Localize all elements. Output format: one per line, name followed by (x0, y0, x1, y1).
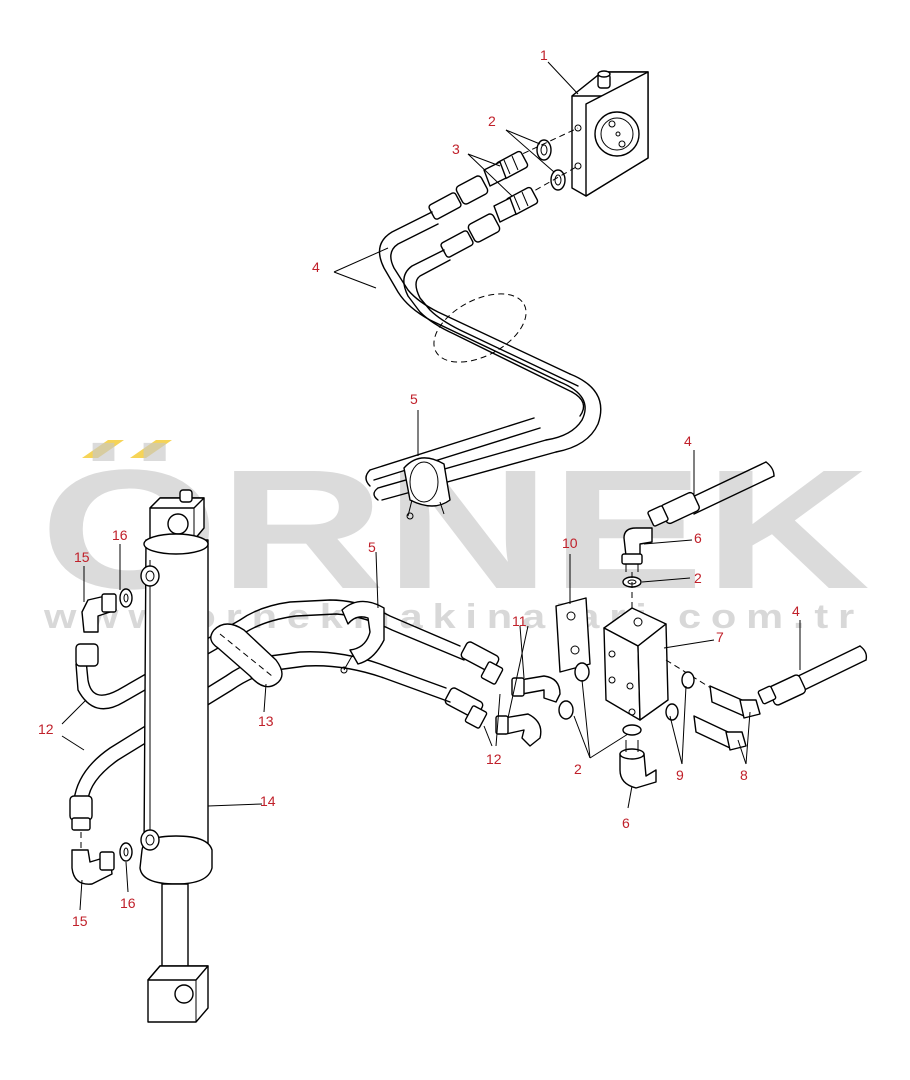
watermark-accent-right (130, 440, 172, 458)
callout-5-lower: 5 (368, 539, 376, 555)
part-8-bolts (693, 685, 761, 751)
callout-11: 11 (512, 613, 527, 629)
part-14-cylinder (139, 489, 213, 1023)
part-1-mount-block (571, 70, 649, 197)
part-15-16-upper (81, 588, 133, 633)
callout-3: 3 (452, 141, 460, 157)
callout-9: 9 (676, 767, 684, 783)
part-6-elbow-upper (621, 527, 653, 620)
part-2-seal-top (504, 127, 579, 201)
callout-2-lower: 2 (574, 761, 582, 777)
callout-16-lower: 16 (120, 895, 136, 911)
part-2-seals-block (558, 662, 695, 736)
part-11-elbows (495, 675, 561, 747)
callout-10: 10 (562, 535, 578, 551)
part-13-chain (210, 623, 283, 688)
callout-15-upper: 15 (74, 549, 90, 565)
part-4-hose-upper (365, 175, 602, 501)
callout-15-lower: 15 (72, 913, 88, 929)
callout-2-right: 2 (694, 570, 702, 586)
callout-14: 14 (260, 793, 276, 809)
callout-8: 8 (740, 767, 748, 783)
part-5-clamp-lower (340, 600, 385, 674)
callout-12-right: 12 (486, 751, 502, 767)
watermark-accent-left (82, 440, 124, 458)
callout-12-left: 12 (38, 721, 54, 737)
callout-4-right-lower: 4 (792, 603, 800, 619)
callout-2-top: 2 (488, 113, 496, 129)
part-3-fittings (483, 150, 539, 223)
part-5-clamp-upper (403, 457, 451, 520)
part-15-16-lower (71, 842, 133, 885)
callout-7: 7 (716, 629, 724, 645)
callout-1: 1 (540, 47, 548, 63)
callout-4-right-upper: 4 (684, 433, 692, 449)
callout-6-lower: 6 (622, 815, 630, 831)
callout-13: 13 (258, 713, 274, 729)
callouts: 1 2 3 4 5 4 16 15 5 10 6 2 4 11 7 12 13 … (38, 47, 800, 929)
part-10-plate (555, 597, 591, 673)
part-4-hose-right-lower (757, 645, 868, 706)
callout-6-upper: 6 (694, 530, 702, 546)
callout-4-upper: 4 (312, 259, 320, 275)
callout-16-upper: 16 (112, 527, 128, 543)
part-4-hose-right-upper (647, 461, 775, 527)
part-6-elbow-lower (619, 740, 657, 789)
part-12-hoses (69, 599, 504, 848)
leader-lines (61, 61, 801, 911)
callout-5-upper: 5 (410, 391, 418, 407)
